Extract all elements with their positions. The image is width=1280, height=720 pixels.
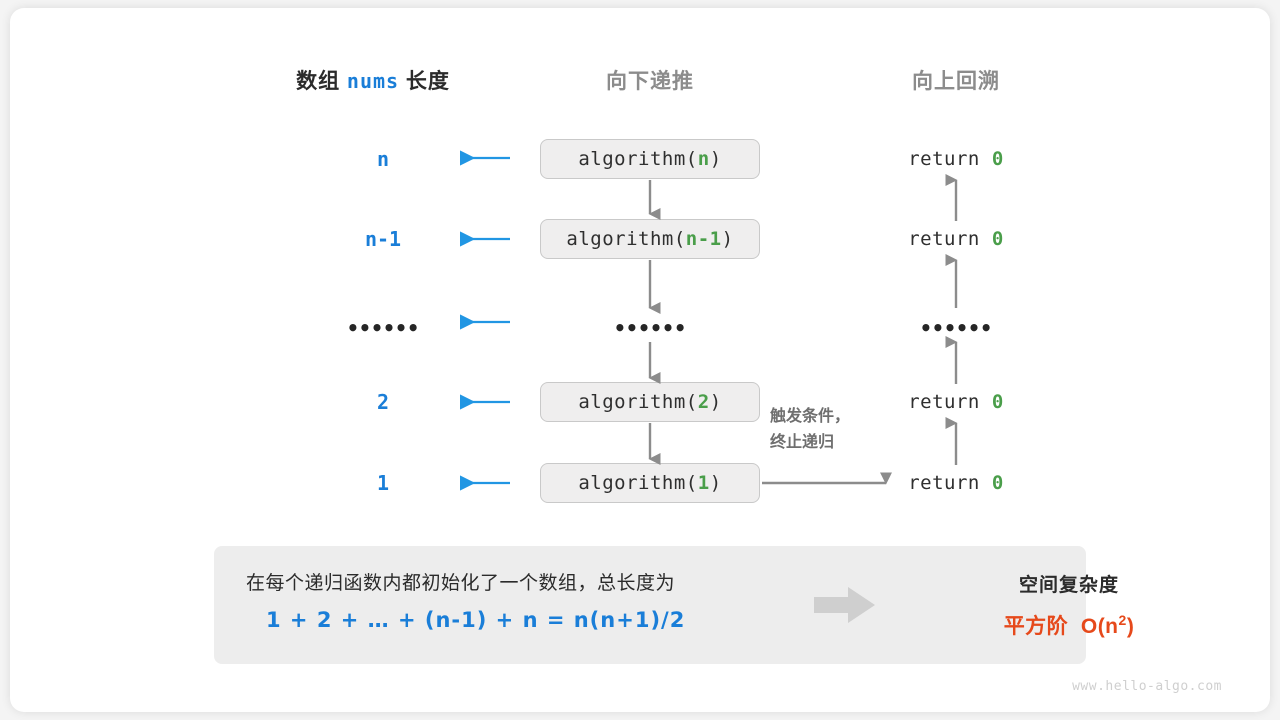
header-recursion-up: 向上回溯 — [912, 70, 1000, 93]
header-array-prefix: 数组 — [296, 70, 341, 93]
return-ellipsis: •••••• — [919, 316, 993, 340]
block-arrow-right-icon — [814, 587, 875, 623]
termination-note-line1: 触发条件， — [770, 408, 851, 425]
summary-result-value: 平方阶 O(n2) — [954, 610, 1184, 640]
length-value-ellipsis: •••••• — [346, 316, 420, 340]
header-array-code: nums — [346, 69, 400, 93]
summary-result-title: 空间复杂度 — [1018, 575, 1119, 596]
call-box-row-3-text: algorithm(2) — [578, 391, 722, 413]
length-value-row-4: 1 — [376, 471, 390, 495]
call-box-row-1-text: algorithm(n-1) — [566, 228, 734, 250]
return-row-0: return 0 — [908, 148, 1004, 170]
call-box-row-4-text: algorithm(1) — [578, 472, 722, 494]
termination-note: 触发条件， 终止递归 — [770, 404, 850, 456]
summary-formula: 1 + 2 + … + (n-1) + n = n(n+1)/2 — [266, 608, 686, 632]
summary-panel: 在每个递归函数内都初始化了一个数组，总长度为 1 + 2 + … + (n-1)… — [214, 546, 1134, 664]
summary-result-notation-base: O(n — [1080, 615, 1119, 638]
call-box-row-1[interactable]: algorithm(n-1) — [540, 219, 760, 259]
call-box-row-0[interactable]: algorithm(n) — [540, 139, 760, 179]
call-box-row-4[interactable]: algorithm(1) — [540, 463, 760, 503]
summary-description: 在每个递归函数内都初始化了一个数组，总长度为 — [246, 573, 676, 594]
length-value-row-3: 2 — [376, 390, 390, 414]
return-row-4: return 0 — [908, 472, 1004, 494]
return-row-1: return 0 — [908, 228, 1004, 250]
call-box-ellipsis: •••••• — [613, 316, 687, 340]
length-value-row-0: n — [376, 147, 390, 171]
header-array-length: 数组 nums 长度 — [296, 65, 450, 95]
call-box-row-3[interactable]: algorithm(2) — [540, 382, 760, 422]
header-recursion-down: 向下递推 — [606, 70, 694, 93]
length-value-row-1: n-1 — [364, 227, 402, 251]
call-box-row-0-text: algorithm(n) — [578, 148, 722, 170]
summary-result-notation-exp: 2 — [1118, 612, 1127, 628]
return-row-3: return 0 — [908, 391, 1004, 413]
summary-result-notation-close: ) — [1126, 615, 1135, 638]
summary-result-label: 平方阶 — [1003, 615, 1069, 638]
termination-note-line2: 终止递归 — [770, 434, 835, 451]
arrow-left-icon-group — [459, 150, 510, 491]
header-array-suffix: 长度 — [405, 70, 450, 93]
diagram-card: 数组 nums 长度 向下递推 向上回溯 n n-1 •••••• 2 1 al… — [10, 8, 1270, 712]
watermark: www.hello-algo.com — [1072, 679, 1222, 694]
